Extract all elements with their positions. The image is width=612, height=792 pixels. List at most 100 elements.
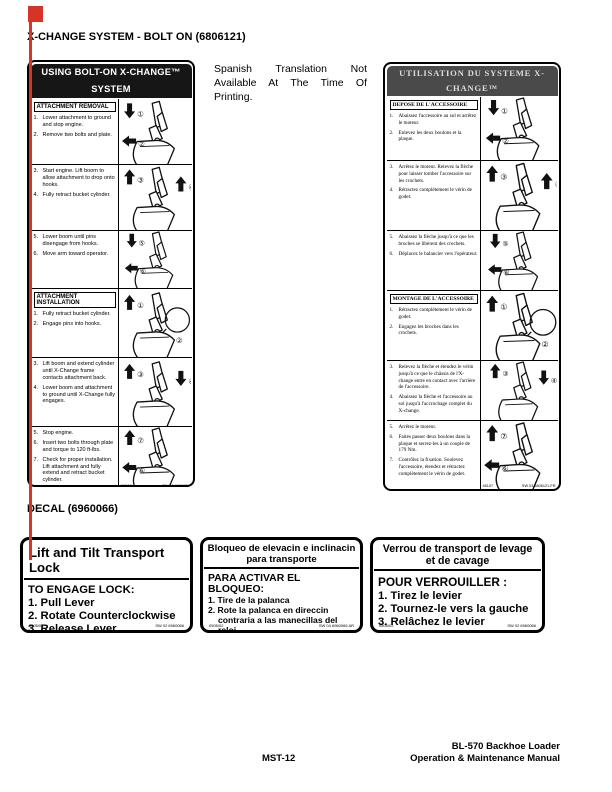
step-text: Contrôlez la fixation. Soulevez l'access…: [398, 457, 466, 477]
step-number: 1.: [389, 307, 394, 313]
decal-step: 3.Start engine. Lift boom to allow attac…: [34, 168, 117, 189]
decal-step: 5.Lower boom until pins disengage from h…: [34, 234, 117, 248]
step-text: Rétractez complètement le vérin de godet…: [398, 187, 472, 200]
step-text: Fully retract bucket cylinder.: [42, 191, 111, 198]
decal-instruction-item: 2. Tournez-le vers la gauche: [378, 603, 529, 616]
step-number: 2.: [33, 131, 39, 138]
step-text: Relevez la flèche et étendez le vérin ju…: [398, 364, 476, 391]
decal-step: 2.Enlevez les deux boulons et la plaque.: [390, 130, 478, 144]
step-text: Lower boom and attachment to ground unti…: [42, 384, 115, 405]
step-text: Déplacez le balancier vers l'opérateur.: [398, 250, 478, 257]
svg-text:④: ④: [188, 182, 191, 191]
step-number: 3.: [33, 168, 39, 174]
section-label: ATTACHMENT INSTALLATION: [33, 292, 117, 308]
decal-instruction-item: 1. Tire de la palanca: [208, 595, 290, 606]
decal-step-row: ATTACHMENT INSTALLATION 1.Fully retract b…: [30, 289, 192, 358]
step-number: 4.: [33, 191, 39, 198]
decal-step: 1.Fully retract bucket cylinder.: [34, 311, 117, 318]
decal-step-row: 5.Arrêtez le moteur.6.Faites passer deux…: [387, 421, 558, 489]
step-number: 5.: [33, 234, 39, 240]
decal-title: Verrou de transport de levage et de cava…: [374, 541, 541, 572]
step-number: 4.: [33, 384, 39, 391]
document-title-line2: Operation & Maintenance Manual: [410, 753, 560, 764]
svg-text:①: ①: [137, 301, 144, 310]
decal-step: 3.Arrêtez le moteur. Relevez la flèche p…: [390, 164, 478, 184]
decal-instruction-heading: TO ENGAGE LOCK:: [28, 584, 135, 596]
step-text-column: 5.Stop engine. 6.Insert two bolts through…: [31, 427, 120, 485]
step-number: 1.: [33, 115, 39, 121]
step-text: Engagez les broches dans les crochets.: [398, 323, 459, 337]
decal-date-code: 0505/02: [379, 623, 394, 628]
decal-step: 1. Rétractez complètement le vérin de god…: [390, 307, 478, 321]
step-number: 4.: [389, 394, 394, 400]
excavator-illustration: ③④: [119, 358, 191, 426]
decal-footnote: Consultez le Manuel de l'Opérateur et d'…: [387, 489, 558, 491]
decal-step-row: 5.Abaissez la flèche jusqu'à ce que les …: [386, 231, 558, 291]
step-number: 6.: [33, 439, 39, 446]
decal-step: 6.Insert two bolts through plate and tor…: [34, 440, 117, 454]
transport-lock-decal-es: Bloqueo de elevacin e inclinacin para tr…: [200, 537, 363, 633]
section-label: DEPOSE DE L'ACCESSOIRE: [389, 100, 478, 110]
transport-lock-decal-fr: Verrou de transport de levage et de cava…: [370, 537, 545, 633]
svg-text:⑥: ⑥: [138, 466, 145, 475]
step-text-column: 5.Arrêtez le moteur.6.Faites passer deux…: [387, 421, 481, 489]
decal-step: 2.Engage pins into hooks.: [34, 321, 117, 328]
decal-instruction-item: 2. Rotate Counterclockwise: [28, 609, 176, 622]
decal-body: PARA ACTIVAR EL BLOQUEO:1. Tire de la pa…: [203, 570, 360, 630]
step-number: 6.: [33, 250, 39, 257]
step-text: Move arm toward operator.: [42, 250, 109, 257]
step-text: Rétractez complètement le vérin de godet…: [398, 307, 472, 320]
svg-text:②: ②: [502, 137, 509, 146]
step-text: Engage pins into hooks.: [42, 320, 102, 327]
svg-text:①: ①: [500, 302, 507, 311]
decal-step: 4.Rétractez complètement le vérin de god…: [390, 187, 478, 201]
svg-text:③: ③: [502, 370, 508, 378]
decal-date-code: 0505/02: [209, 623, 224, 628]
step-text: Arrêtez le moteur.: [398, 424, 437, 430]
decal-part-code: 46107: [482, 484, 494, 488]
svg-text:⑤: ⑤: [502, 240, 508, 248]
svg-text:⑥: ⑥: [503, 269, 509, 277]
decal-step: 4.Fully retract bucket cylinder.: [34, 192, 117, 199]
decal-step: 5.Stop engine.: [34, 430, 117, 437]
step-number: 7.: [33, 456, 39, 463]
svg-text:⑦: ⑦: [137, 436, 144, 445]
decal-part-code: SW 03 6806121: [162, 484, 190, 487]
step-text: Fully retract bucket cylinder.: [42, 311, 111, 317]
step-number: 7.: [389, 457, 394, 463]
step-text-column: 3.Relevez la flèche et étendez le vérin …: [387, 361, 481, 420]
decal-step: 3.Relevez la flèche et étendez le vérin …: [390, 364, 478, 391]
step-text: Abaissez la flèche et l'accessoire au so…: [398, 394, 473, 414]
decal-title: Lift and Tilt Transport Lock: [24, 541, 189, 580]
revision-change-bar: [29, 22, 32, 560]
step-text: Arrêtez le moteur. Relevez la flèche pou…: [398, 164, 474, 184]
step-number: 5.: [389, 234, 394, 240]
spanish-translation-note: Spanish Translation Not Available At The…: [214, 63, 367, 103]
decal-date-code: 0505/02: [29, 623, 44, 628]
step-number: 6.: [389, 250, 394, 257]
svg-text:④: ④: [550, 377, 556, 385]
decal-step: 6.Faites passer deux boulons dans la pla…: [390, 434, 478, 454]
step-text: Stop engine.: [42, 430, 74, 436]
decal-step-row: 3.Lift boom and extend cylinder until X-…: [30, 358, 192, 427]
decal-part-code: SW 03 6806121-FR: [521, 484, 556, 488]
step-text: Start engine. Lift boom to allow attachm…: [42, 168, 115, 188]
step-number: 2.: [389, 129, 394, 136]
decal-step: 4. Abaissez la flèche et l'accessoire au …: [390, 394, 478, 414]
svg-text:③: ③: [500, 172, 507, 181]
step-text-column: 3.Arrêtez le moteur. Relevez la flèche p…: [387, 161, 481, 230]
decal-instruction-item: 1. Pull Lever: [28, 597, 95, 609]
decal-step: 2.Remove two bolts and plate.: [34, 132, 117, 139]
document-title: BL-570 Backhoe Loader Operation & Mainte…: [410, 741, 560, 765]
decal-step: 6.Move arm toward operator.: [34, 251, 117, 258]
